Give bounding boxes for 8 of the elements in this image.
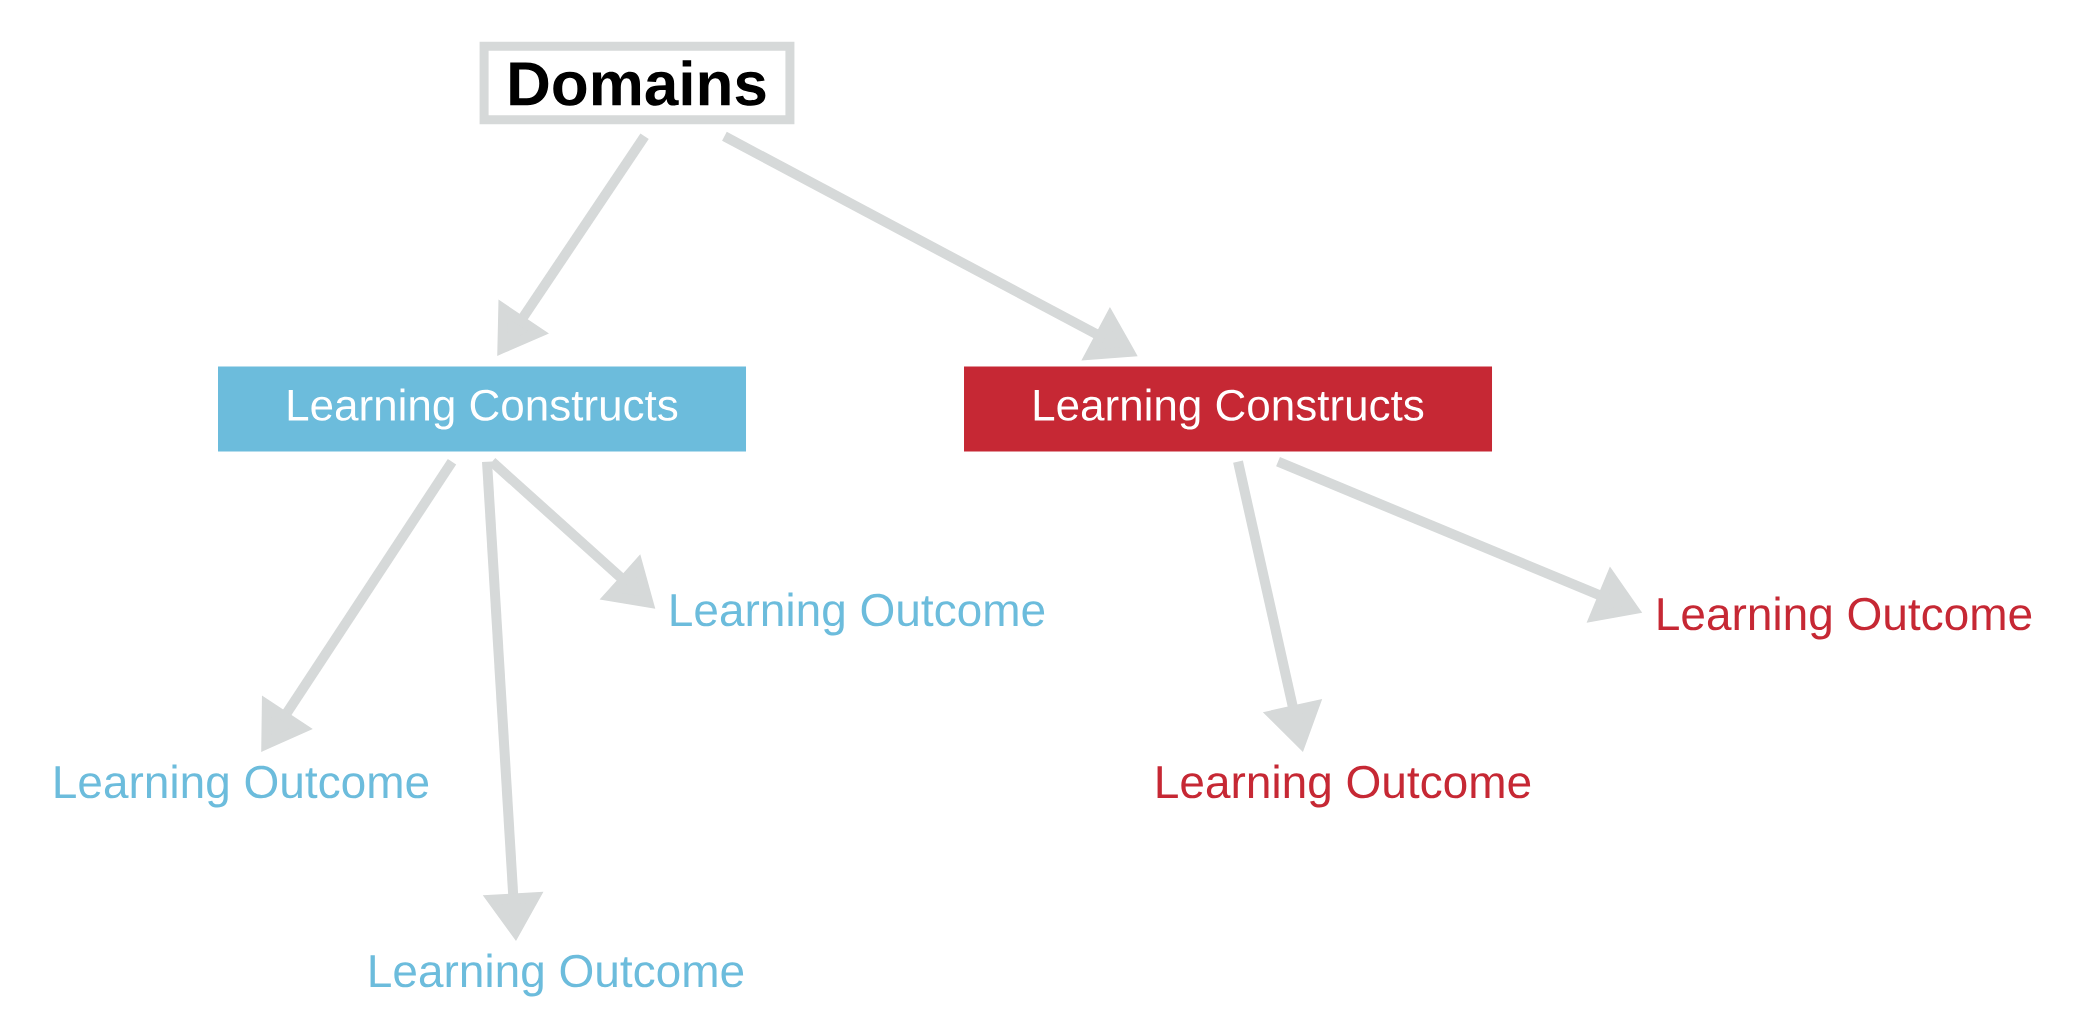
title-box: Domains (479, 41, 795, 125)
construct-box: Learning Constructs (964, 366, 1492, 452)
outcome-label: Learning Outcome (1658, 596, 2032, 640)
outcome-label: Learning Outcome (55, 764, 429, 808)
outcome-label: Learning Outcome (671, 592, 1045, 636)
outcome-label: Learning Outcome (370, 953, 744, 997)
outcome-label: Learning Outcome (1157, 764, 1531, 808)
construct-box: Learning Constructs (218, 366, 746, 452)
